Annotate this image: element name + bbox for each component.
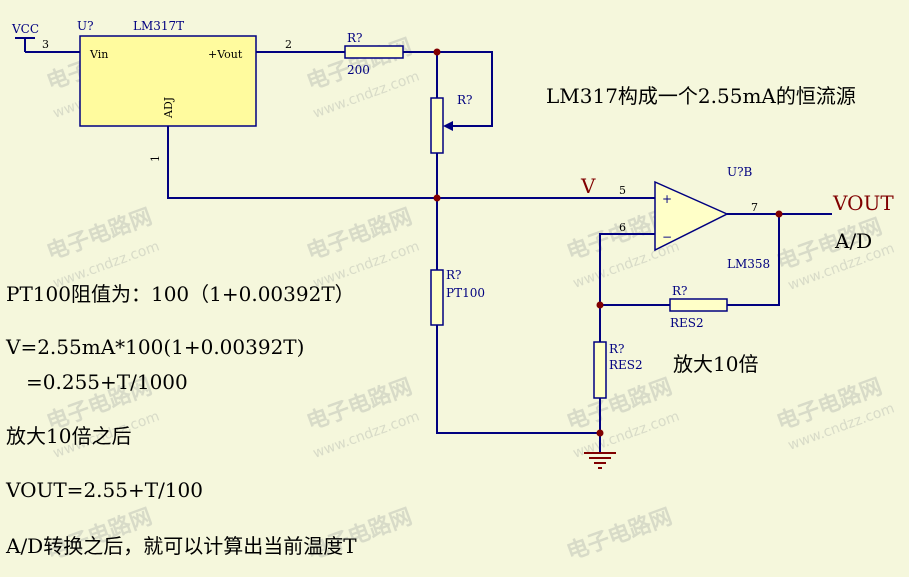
opamp-ref: U?B [727,165,753,179]
node-v-label: V [580,174,596,198]
feedback-value: RES2 [670,316,704,330]
note-after-gain: 放大10倍之后 [6,424,131,448]
wire-feedback-right [727,214,780,306]
junction-dot [433,48,441,56]
vout-label: VOUT [832,191,894,215]
opamp-pin6: 6 [619,221,626,234]
pin-adj-label: ADJ [162,97,175,119]
vcc-label: VCC [11,22,39,36]
junction-dots [433,48,783,437]
resistor-200-ref: R? [347,31,362,45]
feedback-ref: R? [672,284,687,298]
junction-dot [596,301,604,309]
vcc-symbol: VCC [11,22,39,52]
wire-adj-node-v [167,126,655,199]
junction-dot [775,210,783,218]
gain-label: 放大10倍 [673,352,758,376]
pt100-ref: R? [446,268,461,282]
resistor-pt100[interactable]: R? PT100 [430,268,485,326]
pot-wiper-arrow [443,121,453,131]
regulator-ref: U? [77,19,94,33]
regulator-part: LM317T [133,19,184,33]
opamp-pin5: 5 [619,184,626,197]
potentiometer[interactable]: R? [430,93,472,154]
note-vout-formula: VOUT=2.55+T/100 [5,478,203,502]
ad-label: A/D [834,229,872,253]
opamp-part: LM358 [727,257,770,271]
note-ad-conversion: A/D转换之后，就可以计算出当前温度T [5,534,357,558]
junction-dot [433,194,441,202]
resistor-feedback[interactable]: R? RES2 [669,284,728,330]
resistor-ground[interactable]: R? RES2 [593,341,643,399]
pt100-value: PT100 [446,286,485,300]
watermark-cn: 电子电路网 [563,504,675,566]
note-v-simplified: =0.255+T/1000 [26,370,188,394]
note-v-formula: V=2.55mA*100(1+0.00392T) [5,335,304,359]
title-constant-current: LM317构成一个2.55mA的恒流源 [546,84,856,108]
wires [25,51,832,453]
resistor-200[interactable]: R? 200 [344,31,404,77]
lm317-regulator[interactable]: U? LM317T Vin +Vout ADJ 3 2 1 [42,19,292,162]
ground-icon [584,452,616,469]
ground-resistor-ref: R? [609,342,624,356]
ground-resistor-value: RES2 [609,358,643,372]
pin2-number: 2 [285,38,292,51]
opamp-lm358[interactable]: + − U?B LM358 5 6 7 [619,165,770,271]
junction-dot [596,429,604,437]
notes-block: PT100阻值为：100（1+0.00392T） V=2.55mA*100(1+… [5,282,357,558]
pin3-number: 3 [42,38,49,51]
opamp-pin7: 7 [751,201,758,214]
pin-vout-label: +Vout [208,48,243,61]
wire-pt100-ground [436,325,601,434]
resistor-200-value: 200 [347,63,370,77]
opamp-plus-sign: + [662,192,672,206]
pot-ref: R? [457,93,472,107]
opamp-minus-sign: − [662,230,672,244]
note-pt100-resistance: PT100阻值为：100（1+0.00392T） [6,282,355,306]
wire-r1-pot-wiper [403,51,493,127]
pin1-number: 1 [149,155,162,162]
pin-vin-label: Vin [89,48,108,61]
